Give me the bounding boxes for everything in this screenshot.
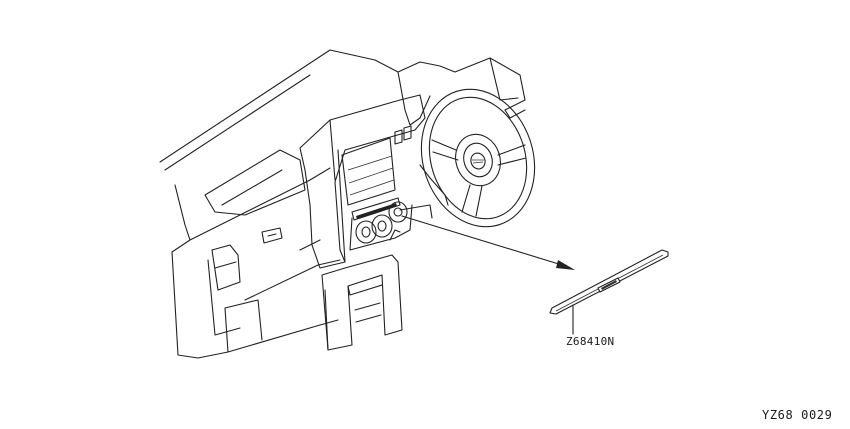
leader-arrow <box>401 215 575 270</box>
part-number-label: Z68410N <box>566 335 615 348</box>
figure-code: YZ68 0029 <box>762 408 833 422</box>
steering-wheel <box>419 88 536 228</box>
dashboard-instrument-panel <box>159 49 526 359</box>
finisher-strip <box>549 249 669 335</box>
center-console <box>321 254 403 351</box>
